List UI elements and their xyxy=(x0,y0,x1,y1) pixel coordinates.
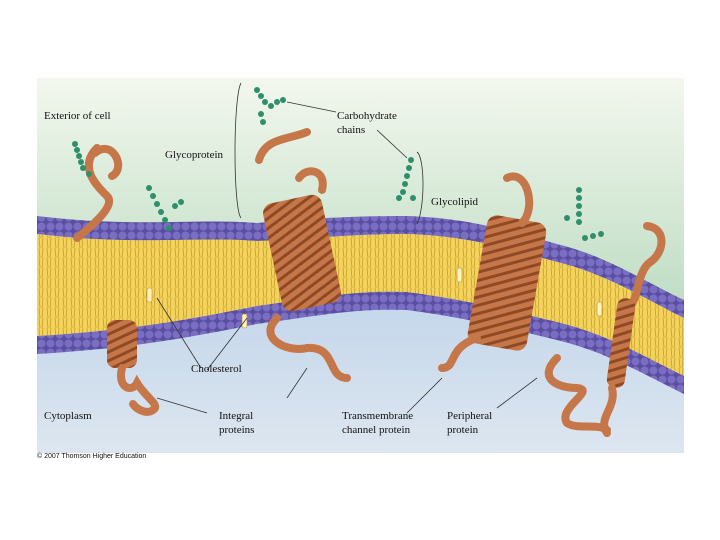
label-carbohydrate-chains-line1: Carbohydrate xyxy=(337,110,397,123)
label-glycolipid: Glycolipid xyxy=(431,196,478,209)
label-carbohydrate-chains-line2: chains xyxy=(337,124,365,137)
copyright-credit: © 2007 Thomson Higher Education xyxy=(37,453,146,460)
label-transmembrane-line2: channel protein xyxy=(342,424,410,437)
label-exterior-of-cell: Exterior of cell xyxy=(44,110,111,123)
label-transmembrane-line1: Transmembrane xyxy=(342,410,413,423)
label-glycoprotein: Glycoprotein xyxy=(165,149,223,162)
label-peripheral-protein-line2: protein xyxy=(447,424,478,437)
label-integral-proteins-line1: Integral xyxy=(219,410,253,423)
label-integral-proteins-line2: proteins xyxy=(219,424,254,437)
label-cytoplasm: Cytoplasm xyxy=(44,410,92,423)
label-cholesterol: Cholesterol xyxy=(191,363,242,376)
label-peripheral-protein-line1: Peripheral xyxy=(447,410,492,423)
